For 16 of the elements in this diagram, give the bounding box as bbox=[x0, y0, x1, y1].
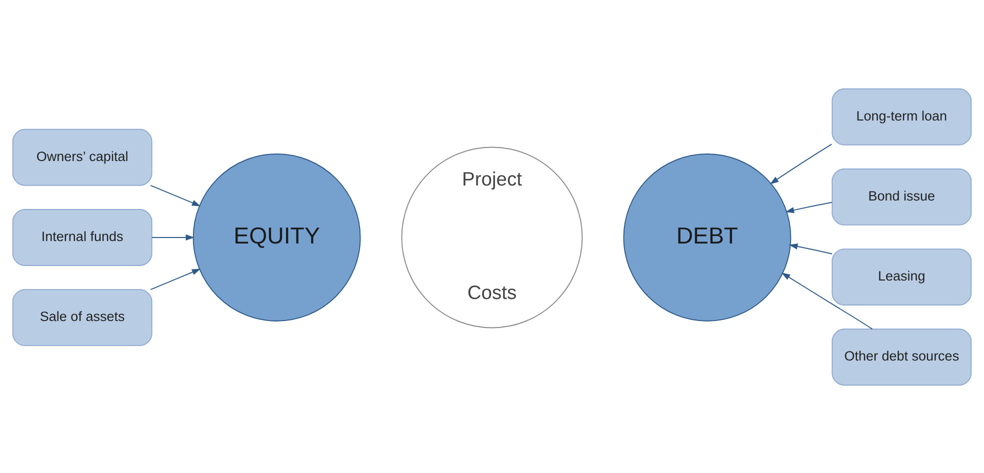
arrow bbox=[788, 242, 833, 254]
arrow bbox=[150, 268, 201, 290]
arrow bbox=[150, 184, 201, 206]
node-box: Leasing bbox=[832, 248, 972, 306]
arrow bbox=[781, 272, 873, 330]
node-box: Sale of assets bbox=[12, 288, 152, 346]
node-box: Other debt sources bbox=[832, 328, 972, 386]
arrow bbox=[770, 143, 832, 184]
node-circle: EQUITY bbox=[192, 153, 361, 321]
arrow bbox=[152, 234, 194, 240]
node-box: Internal funds bbox=[12, 208, 152, 266]
node-box: Long-term loan bbox=[832, 88, 972, 145]
node-box: Bond issue bbox=[832, 168, 972, 225]
arrow bbox=[785, 201, 832, 213]
node-box: Owners’ capital bbox=[12, 128, 152, 186]
node-circle: Project Costs bbox=[401, 146, 583, 328]
